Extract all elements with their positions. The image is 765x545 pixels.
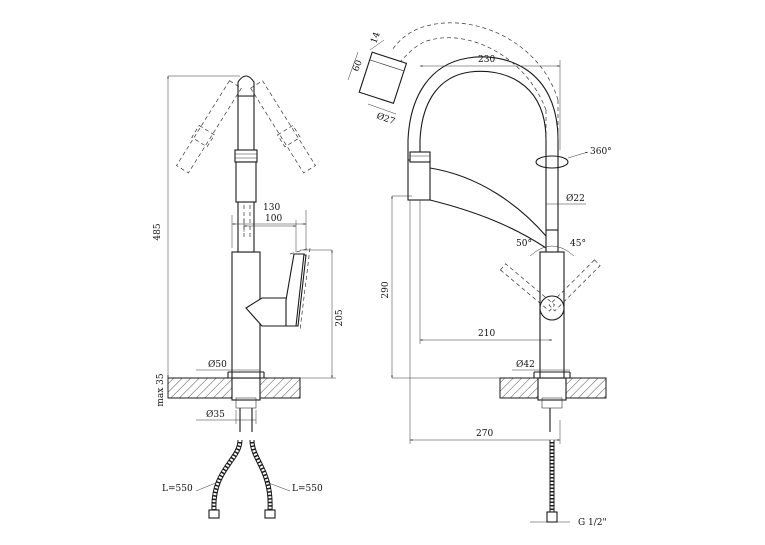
- mount-nut-left: [231, 377, 261, 401]
- dim-aerator-60: 60: [351, 59, 364, 73]
- dim-height-205: 205: [335, 309, 345, 326]
- dim-angle-right: 45°: [570, 239, 586, 249]
- dim-hose-left: L=550: [162, 484, 193, 494]
- dim-height-290: 290: [381, 281, 391, 298]
- front-view: 360° 230 14 60 Ø27 Ø22 50° 45° 290 210 Ø…: [347, 22, 612, 528]
- side-view: 485 130 100 205 Ø50 max 35 Ø35 L=550 L=5…: [153, 75, 345, 519]
- pullout-spray-right-dashed: [250, 80, 316, 174]
- dim-spout-230: 230: [478, 55, 495, 65]
- dim-spout-dia: Ø22: [566, 193, 585, 204]
- dim-max-35: max 35: [156, 373, 166, 407]
- dim-body-dia: Ø42: [516, 359, 535, 370]
- dim-reach-130: 130: [263, 203, 280, 213]
- dim-total-270: 270: [476, 429, 493, 439]
- dim-aerator-14: 14: [369, 31, 382, 45]
- dim-base-dia: Ø50: [208, 359, 227, 370]
- aerator-head: [358, 51, 408, 104]
- spout-gooseneck: [419, 70, 547, 252]
- lever-knob-front: [539, 295, 565, 321]
- hose-left: [211, 439, 243, 511]
- dim-rotation: 360°: [590, 147, 612, 157]
- dim-connection: G 1/2": [578, 518, 607, 528]
- dim-thread-dia: Ø35: [206, 409, 225, 420]
- dim-reach-210: 210: [478, 329, 495, 339]
- pullout-spray-left-dashed: [176, 80, 242, 174]
- dim-angle-left: 50°: [516, 239, 532, 249]
- dim-height-total: 485: [153, 223, 163, 240]
- dim-hose-right: L=550: [292, 484, 323, 494]
- dim-reach-100: 100: [265, 214, 282, 224]
